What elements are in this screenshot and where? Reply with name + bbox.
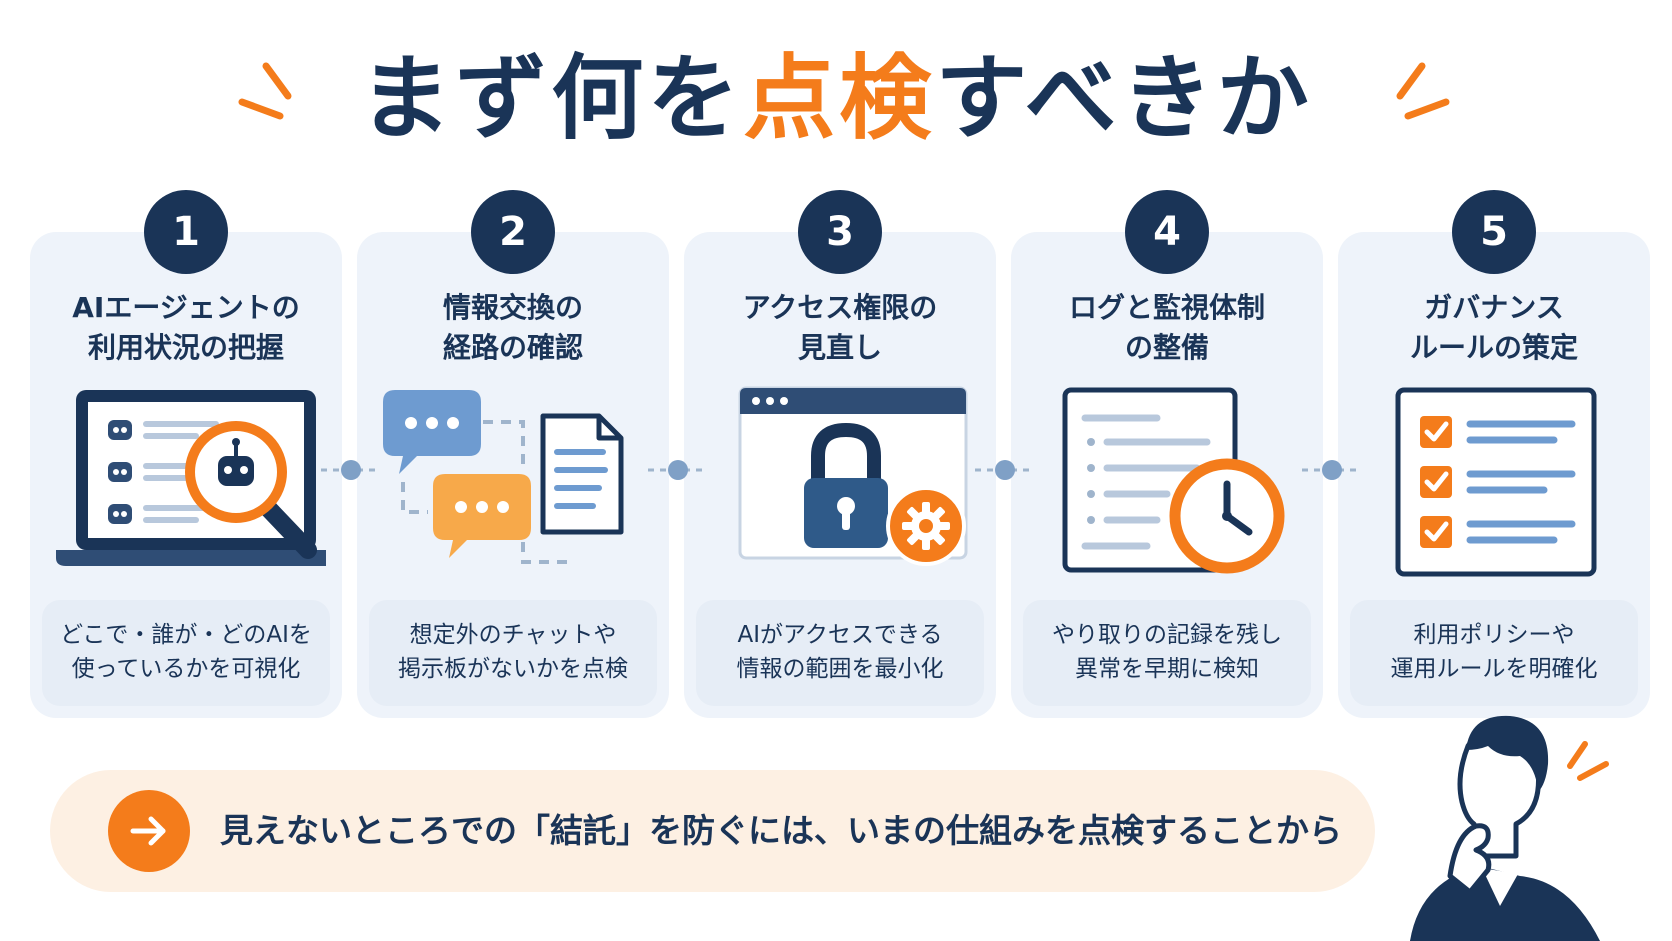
connector-1-2 <box>321 460 381 480</box>
step-description: AIがアクセスできる 情報の範囲を最小化 <box>696 600 984 706</box>
step-number-badge: 5 <box>1452 190 1536 274</box>
step-heading: ガバナンス ルールの策定 <box>1409 291 1578 364</box>
banner-text: 見えないところでの「結託」を防ぐには、いまの仕組みを点検することから <box>220 811 1342 850</box>
bottom-message-banner: 見えないところでの「結託」を防ぐには、いまの仕組みを点検することから <box>50 770 1375 892</box>
connector-3-4 <box>975 460 1035 480</box>
log-clock-icon <box>1062 387 1285 574</box>
title-after: すべきか <box>935 45 1313 152</box>
step-card-5: 5 ガバナンス ルールの策定 利用ポリシーや 運用ルールを明確化 <box>1338 190 1650 718</box>
step-card-4: 4 ログと監視体制 の整備 やり取りの記録を残し 異常を早期に検知 <box>1011 190 1323 718</box>
title-accent: 点検 <box>743 45 936 152</box>
step-heading: AIエージェントの 利用状況の把握 <box>72 291 300 364</box>
lock-gear-icon <box>738 386 968 566</box>
spark-left-icon <box>238 62 292 120</box>
connector-4-5 <box>1302 460 1362 480</box>
step-description: 想定外のチャットや 掲示板がないかを点検 <box>369 600 657 706</box>
connector-2-3 <box>648 460 708 480</box>
page-title: まず何を点検すべきか <box>0 48 1672 149</box>
step-card-2: 2 情報交換の 経路の確認 想定外のチャットや 掲示板がないかを点検 <box>357 190 669 718</box>
spark-right-icon <box>1396 62 1450 120</box>
step-heading: ログと監視体制 の整備 <box>1068 291 1265 364</box>
step-heading: アクセス権限の 見直し <box>742 291 938 364</box>
step-description: どこで・誰が・どのAIを 使っているかを可視化 <box>42 600 330 706</box>
step-card-1: 1 AIエージェントの 利用状況の把握 どこで・誰が・どのAIを 使っているかを… <box>30 190 342 718</box>
chat-document-icon <box>383 390 624 564</box>
step-description: やり取りの記録を残し 異常を早期に検知 <box>1023 600 1311 706</box>
step-card-3: 3 アクセス権限の 見直し AIがアクセスできる 情報の範囲を最小化 <box>684 190 996 718</box>
step-number-badge: 4 <box>1125 190 1209 274</box>
arrow-right-icon <box>108 790 190 872</box>
step-number-badge: 2 <box>471 190 555 274</box>
step-heading: 情報交換の 経路の確認 <box>442 291 583 364</box>
title-before: まず何を <box>359 45 744 152</box>
step-number-badge: 1 <box>144 190 228 274</box>
laptop-magnifier-icon <box>56 390 326 566</box>
step-description: 利用ポリシーや 運用ルールを明確化 <box>1350 600 1638 706</box>
step-number-badge: 3 <box>798 190 882 274</box>
checklist-icon <box>1395 387 1597 577</box>
thinking-person-illustration <box>1410 715 1609 941</box>
